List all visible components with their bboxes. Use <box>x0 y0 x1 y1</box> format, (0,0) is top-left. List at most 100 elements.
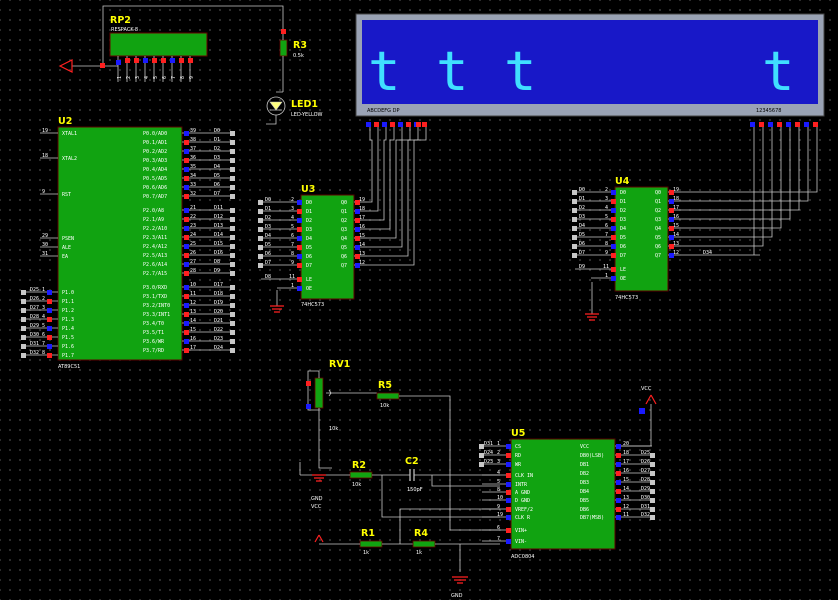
rp2-part: RESPACK-8 <box>111 27 138 33</box>
u2-pin-number: 35 <box>190 164 196 170</box>
u3-pin-number: 18 <box>359 206 365 212</box>
u3-pin-number: 19 <box>359 197 365 203</box>
pin-marker <box>572 235 577 240</box>
pin-marker <box>355 236 360 241</box>
u3-pin-name: Q1 <box>341 209 347 215</box>
u2-net-label: D4 <box>214 164 220 170</box>
u4-pin-name: D5 <box>620 235 626 241</box>
pin-marker <box>184 271 189 276</box>
u3-part: 74HC573 <box>301 302 324 308</box>
pin-marker <box>230 185 235 190</box>
u3-net-label: D2 <box>265 215 271 221</box>
u5-net-label: D29 <box>641 486 650 492</box>
u3-pin-name: Q0 <box>341 200 347 206</box>
u4-to-display-wire <box>681 127 773 238</box>
u5-pin-number: 6 <box>497 525 500 531</box>
pin-marker <box>230 312 235 317</box>
u3-net-label: D0 <box>265 197 271 203</box>
pin-marker <box>639 408 645 414</box>
u5-pin-name: INTR <box>515 482 528 488</box>
pin-marker <box>230 149 235 154</box>
bus-wires <box>367 127 818 266</box>
pin-marker <box>572 244 577 249</box>
pin-marker <box>21 344 26 349</box>
u4-pin-number: 18 <box>673 196 679 202</box>
pin-marker <box>669 226 674 231</box>
r4-resistor[interactable]: R4 1k <box>399 508 500 572</box>
u4-net-label: D7 <box>579 250 585 256</box>
pin-marker <box>184 131 189 136</box>
u5-pin-name: DB4 <box>580 489 589 495</box>
u4-pin-number: 19 <box>673 187 679 193</box>
u2-pin-name: P0.0/AD0 <box>143 131 167 137</box>
pin-marker <box>184 208 189 213</box>
pin-marker <box>355 209 360 214</box>
pin-marker <box>650 462 655 467</box>
vcc-label-2: VCC <box>641 386 652 392</box>
r5-resistor[interactable]: R5 10k <box>376 380 500 531</box>
rv1-wiper-icon <box>326 389 332 397</box>
pin-marker <box>306 381 311 386</box>
vcc-label-1: VCC <box>311 504 322 510</box>
pin-marker <box>506 528 511 533</box>
u5-net-label: D27 <box>641 468 650 474</box>
u2-pin-number: 31 <box>42 251 48 257</box>
u2-pin-number: 8 <box>42 350 45 356</box>
u2-pin-name: P1.7 <box>62 353 74 359</box>
pin-marker <box>297 218 302 223</box>
u2-pin-name: P3.1/TXD <box>143 294 167 300</box>
u2-pin-number: 30 <box>42 242 48 248</box>
u5-pin-number: 3 <box>497 459 500 465</box>
pin-marker <box>616 462 621 467</box>
pin-marker <box>416 122 421 127</box>
pin-marker <box>258 245 263 250</box>
rv1-pot[interactable]: RV1 10k <box>306 359 377 432</box>
u5-pin-name: DB6 <box>580 507 589 513</box>
u2-pin-name: PSEN <box>62 236 74 242</box>
u4-to-display-wire <box>681 127 760 256</box>
u2-net-label: D16 <box>214 250 223 256</box>
u3-ref: U3 <box>301 184 315 195</box>
u5-pin-number: 15 <box>623 477 629 483</box>
u5-pin-number: 10 <box>497 495 503 501</box>
pin-marker <box>611 267 616 272</box>
display-digit: t <box>368 40 401 103</box>
u3-pin-name: D1 <box>306 209 312 215</box>
u3-pin-number: 8 <box>291 251 294 257</box>
u3-net-label: D4 <box>265 233 271 239</box>
led1[interactable]: LED1 LED-YELLOW <box>266 91 323 125</box>
u4-to-display-wire <box>681 127 800 211</box>
u4-to-display-wire <box>681 127 809 202</box>
pin-marker <box>650 471 655 476</box>
pin-marker <box>21 299 26 304</box>
u2-net-label: D25 <box>30 287 39 293</box>
vcc-symbol-2: VCC <box>620 386 657 447</box>
pin-marker <box>374 122 379 127</box>
pin-marker <box>355 218 360 223</box>
u3-pin-name: D7 <box>306 263 312 269</box>
u2-pin-name: P3.6/WR <box>143 339 165 345</box>
ground-icon <box>270 305 284 313</box>
u2-net-label: D15 <box>214 241 223 247</box>
u2-pin-name: P2.6/A14 <box>143 262 167 268</box>
u5-pin-number: 2 <box>497 450 500 456</box>
rp2-body <box>109 32 208 57</box>
r5-value: 10k <box>380 403 389 409</box>
u4-net-label: D4 <box>579 223 585 229</box>
u2-ref: U2 <box>58 116 72 127</box>
r3-resistor[interactable]: R3 0.5k <box>279 29 307 92</box>
u4-pin-number: 11 <box>603 264 609 270</box>
r2-resistor[interactable]: R2 10k <box>300 460 500 518</box>
display-digit: t <box>504 40 537 103</box>
u4-pin-name: D1 <box>620 199 626 205</box>
r1-resistor[interactable]: R1 1k <box>319 528 413 556</box>
u3-pin-name: Q3 <box>341 227 347 233</box>
pin-marker <box>506 507 511 512</box>
